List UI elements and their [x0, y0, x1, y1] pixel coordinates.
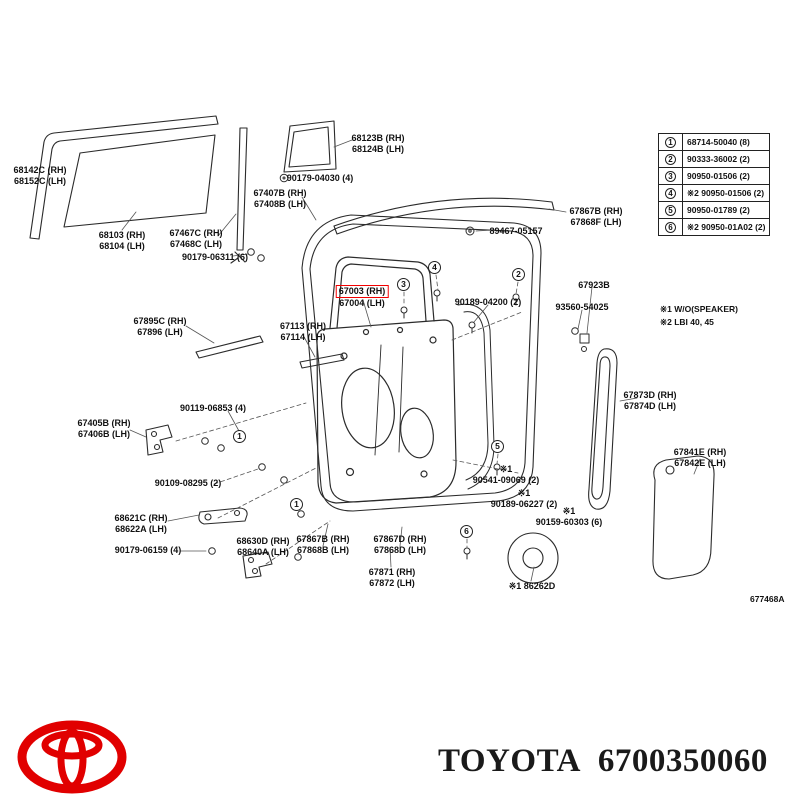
upper-hinge [145, 424, 173, 456]
part-label-67871: 67871 (RH)67872 (LH) [368, 567, 416, 589]
fastener-row: 5 90950-01789 (2) [658, 201, 771, 219]
fastener-part-number: ※2 90950-01A02 (2) [681, 218, 771, 236]
part-label-68621: 68621C (RH)68622A (LH) [114, 513, 168, 535]
door-frame-garnish [299, 353, 345, 369]
callout-circle-4: 4 [428, 261, 441, 274]
callout-circle-5: 5 [491, 440, 504, 453]
diagram-note: ※1 W/O(SPEAKER) [660, 304, 738, 314]
callout-circle-1: 1 [290, 498, 303, 511]
lower-hinge [242, 551, 273, 579]
callout-circle-1: 1 [233, 430, 246, 443]
brand-footer: TOYOTA 6700350060 [0, 705, 800, 800]
door-check [198, 507, 248, 525]
part-label-90189-04200: 90189-04200 (2) [454, 297, 522, 307]
part-label-67841: 67841E (RH)67842E (LH) [673, 447, 727, 469]
quarter-glass-weatherstrip [283, 120, 337, 173]
fastener-row: 1 68714-50040 (8) [658, 133, 771, 151]
part-label-67867F: 67867B (RH)67868F (LH) [569, 206, 623, 228]
part-label-67867B: 67867B (RH)67868B (LH) [296, 534, 350, 556]
part-label-67003: 67003 (RH)67004 (LH) [335, 285, 389, 310]
quarter-glass [288, 126, 331, 168]
part-label-90119: 90119-06853 (4) [179, 403, 247, 413]
part-label-86262: ※1 86262D [508, 581, 556, 591]
fastener-row: 6 ※2 90950-01A02 (2) [658, 218, 771, 236]
door-glass [63, 134, 216, 228]
fastener-row: 2 90333-36002 (2) [658, 150, 771, 168]
fastener-index-circle: 2 [665, 153, 676, 165]
part-label-67923: 67923B [578, 280, 610, 290]
fastener-index-circle: 3 [665, 170, 676, 182]
part-label-67895: 67895C (RH)67896 (LH) [133, 316, 187, 338]
part-label-67867D: 67867D (RH)67868D (LH) [373, 534, 427, 556]
highlighted-part-number: 67003 (RH) [335, 285, 389, 299]
service-hole-cover [652, 455, 715, 580]
fastener-part-number: ※2 90950-01506 (2) [681, 184, 771, 202]
part-label-68123: 68123B (RH)68124B (LH) [351, 133, 405, 155]
fastener-part-number: 90950-01789 (2) [681, 201, 771, 219]
part-label-67467: 67467C (RH)67468C (LH) [169, 228, 223, 250]
door-outer-weatherstrip [457, 303, 495, 490]
clip-67923 [579, 333, 590, 352]
catalog-part-number: 6700350060 [597, 743, 768, 779]
diagram-code: 677468A [750, 594, 785, 604]
fastener-index-circle: 5 [665, 204, 676, 216]
part-label-68142: 68142C (RH)68152C (LH) [13, 165, 67, 187]
callout-circle-2: 2 [512, 268, 525, 281]
part-label-90109: 90109-08295 (2) [154, 478, 222, 488]
belt-molding [195, 335, 264, 359]
fastener-row: 3 90950-01506 (2) [658, 167, 771, 185]
door-weatherstrip-loop [301, 214, 542, 512]
part-label-67113: 67113 (RH)67114 (LH) [279, 321, 327, 343]
part-label-90179-06159: 90179-06159 (4) [114, 545, 182, 555]
rear-door-channel [588, 348, 618, 510]
part-label-90179-06311: 90179-06311 (6) [181, 252, 249, 262]
fastener-row: 4 ※2 90950-01506 (2) [658, 184, 771, 202]
brand-part-number: TOYOTA 6700350060 [438, 743, 768, 780]
part-label-93560: 93560-54025 [555, 302, 609, 312]
leader-lines [121, 139, 701, 582]
bolt-icons [201, 173, 579, 561]
part-label-67873: 67873D (RH)67874D (LH) [623, 390, 677, 412]
part-label-68630: 68630D (RH)68640A (LH) [236, 536, 290, 558]
part-label-67407: 67407B (RH)67408B (LH) [253, 188, 307, 210]
diagram-notes: ※1 W/O(SPEAKER) ※2 LBI 40, 45 [660, 303, 738, 329]
fastener-part-number: 90950-01506 (2) [681, 167, 771, 185]
glass-run-channel [29, 115, 219, 240]
fastener-index-circle: 4 [665, 187, 676, 199]
speaker [507, 532, 559, 584]
construction-lines [175, 274, 523, 565]
part-label-67405: 67405B (RH)67406B (LH) [77, 418, 131, 440]
part-label-68103: 68103 (RH)68104 (LH) [98, 230, 146, 252]
part-label-89467: 89467-05157 [489, 226, 543, 236]
grommet-icons [400, 289, 520, 560]
part-label-90179-04030: 90179-04030 (4) [286, 173, 354, 183]
brand-name: TOYOTA [438, 743, 580, 779]
diagram-note: ※2 LBI 40, 45 [660, 317, 714, 328]
division-bar [230, 127, 248, 264]
callout-circle-3: 3 [397, 278, 410, 291]
fastener-index-circle: 6 [665, 221, 676, 233]
callout-circle-6: 6 [460, 525, 473, 538]
fastener-part-number: 90333-36002 (2) [681, 150, 771, 168]
toyota-logo-icon [17, 720, 127, 794]
fastener-index-circle: 1 [665, 136, 676, 148]
fastener-table: 1 68714-50040 (8) 2 90333-36002 (2) 3 90950-0… [658, 133, 771, 236]
fastener-part-number: 68714-50040 (8) [681, 133, 771, 151]
